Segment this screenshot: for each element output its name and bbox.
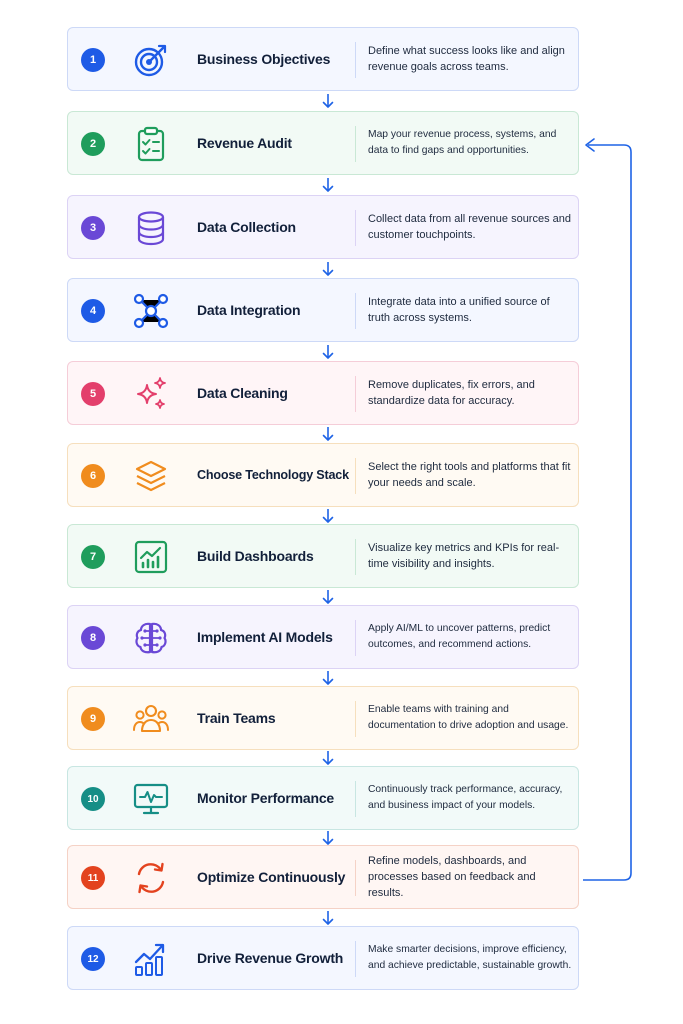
step-divider — [355, 781, 356, 817]
step-title: Data Collection — [197, 219, 296, 235]
monitor-pulse-icon — [132, 780, 170, 818]
step-divider — [355, 42, 356, 78]
step-number-badge: 6 — [81, 464, 105, 488]
step-divider — [355, 293, 356, 329]
step-card-11: 11 Optimize Continuously Refine models, da… — [67, 845, 579, 909]
step-card-8: 8 Implement AI Models Apply AI/ML to uncov… — [67, 605, 579, 669]
down-arrow-connector — [321, 426, 335, 442]
step-title: Business Objectives — [197, 51, 331, 67]
step-divider — [355, 458, 356, 494]
down-arrow-connector — [321, 344, 335, 360]
step-divider — [355, 620, 356, 656]
step-title: Drive Revenue Growth — [197, 950, 344, 966]
growth-chart-icon — [132, 940, 170, 978]
team-icon — [132, 700, 170, 738]
step-description: Map your revenue process, systems, and d… — [368, 129, 557, 156]
dashboard-chart-icon — [132, 538, 170, 576]
step-description: Visualize key metrics and KPIs for real-… — [368, 542, 560, 570]
step-card-3: 3 Data Collection Collect data from all re… — [67, 195, 579, 259]
down-arrow-connector — [321, 261, 335, 277]
step-description: Select the right tools and platforms tha… — [368, 461, 571, 489]
step-number-badge: 2 — [81, 132, 105, 156]
step-card-2: 2 Revenue Audit Map your revenue process, … — [67, 111, 579, 175]
step-divider — [355, 701, 356, 737]
step-number-badge: 10 — [81, 787, 105, 811]
step-description: Integrate data into a unified source of … — [368, 296, 550, 324]
step-divider — [355, 860, 356, 896]
target-icon — [132, 41, 170, 79]
step-description: Remove duplicates, fix errors, and stand… — [368, 379, 535, 407]
step-title: Revenue Audit — [197, 135, 292, 151]
step-title: Data Cleaning — [197, 385, 288, 401]
step-title: Choose Technology Stack — [197, 468, 349, 482]
step-card-9: 9 Train Teams Enable teams with training a… — [67, 686, 579, 750]
step-card-12: 12 Drive Revenue Growth Make smarter decis… — [67, 926, 579, 990]
layers-icon — [132, 457, 170, 495]
down-arrow-connector — [321, 910, 335, 926]
step-number-badge: 5 — [81, 382, 105, 406]
network-icon — [132, 292, 170, 330]
step-number-badge: 3 — [81, 216, 105, 240]
step-description: Make smarter decisions, improve efficien… — [368, 944, 572, 971]
step-title: Implement AI Models — [197, 629, 333, 645]
step-number-badge: 12 — [81, 947, 105, 971]
clipboard-check-icon — [132, 125, 170, 163]
down-arrow-connector — [321, 670, 335, 686]
step-description: Define what success looks like and align… — [368, 45, 565, 73]
refresh-cycle-icon — [132, 859, 170, 897]
down-arrow-connector — [321, 177, 335, 193]
step-description: Refine models, dashboards, and processes… — [368, 855, 536, 899]
down-arrow-connector — [321, 750, 335, 766]
step-card-10: 10 Monitor Performance Continuously track … — [67, 766, 579, 830]
sparkles-icon — [132, 375, 170, 413]
step-description: Apply AI/ML to uncover patterns, predict… — [368, 623, 551, 650]
step-title: Build Dashboards — [197, 548, 314, 564]
step-number-badge: 9 — [81, 707, 105, 731]
step-card-5: 5 Data Cleaning Remove duplicates, fix err… — [67, 361, 579, 425]
step-card-4: 4 Data Integration Integrate data into a u… — [67, 278, 579, 342]
brain-icon — [132, 619, 170, 657]
down-arrow-connector — [321, 830, 335, 846]
step-description: Continuously track performance, accuracy… — [368, 784, 563, 811]
step-card-1: 1 Business Objectives Define what success … — [67, 27, 579, 91]
step-title: Monitor Performance — [197, 790, 334, 806]
step-divider — [355, 941, 356, 977]
step-divider — [355, 539, 356, 575]
step-number-badge: 8 — [81, 626, 105, 650]
step-number-badge: 1 — [81, 48, 105, 72]
down-arrow-connector — [321, 93, 335, 109]
step-title: Train Teams — [197, 710, 276, 726]
step-card-7: 7 Build Dashboards Visualize key metrics a… — [67, 524, 579, 588]
step-number-badge: 11 — [81, 866, 105, 890]
database-icon — [132, 209, 170, 247]
step-description: Enable teams with training and documenta… — [368, 704, 569, 731]
down-arrow-connector — [321, 589, 335, 605]
step-card-6: 6 Choose Technology Stack Select the right… — [67, 443, 579, 507]
step-divider — [355, 126, 356, 162]
step-description: Collect data from all revenue sources an… — [368, 213, 571, 241]
down-arrow-connector — [321, 508, 335, 524]
step-title: Optimize Continuously — [197, 869, 346, 885]
step-divider — [355, 210, 356, 246]
step-title: Data Integration — [197, 302, 301, 318]
step-divider — [355, 376, 356, 412]
step-number-badge: 7 — [81, 545, 105, 569]
step-number-badge: 4 — [81, 299, 105, 323]
